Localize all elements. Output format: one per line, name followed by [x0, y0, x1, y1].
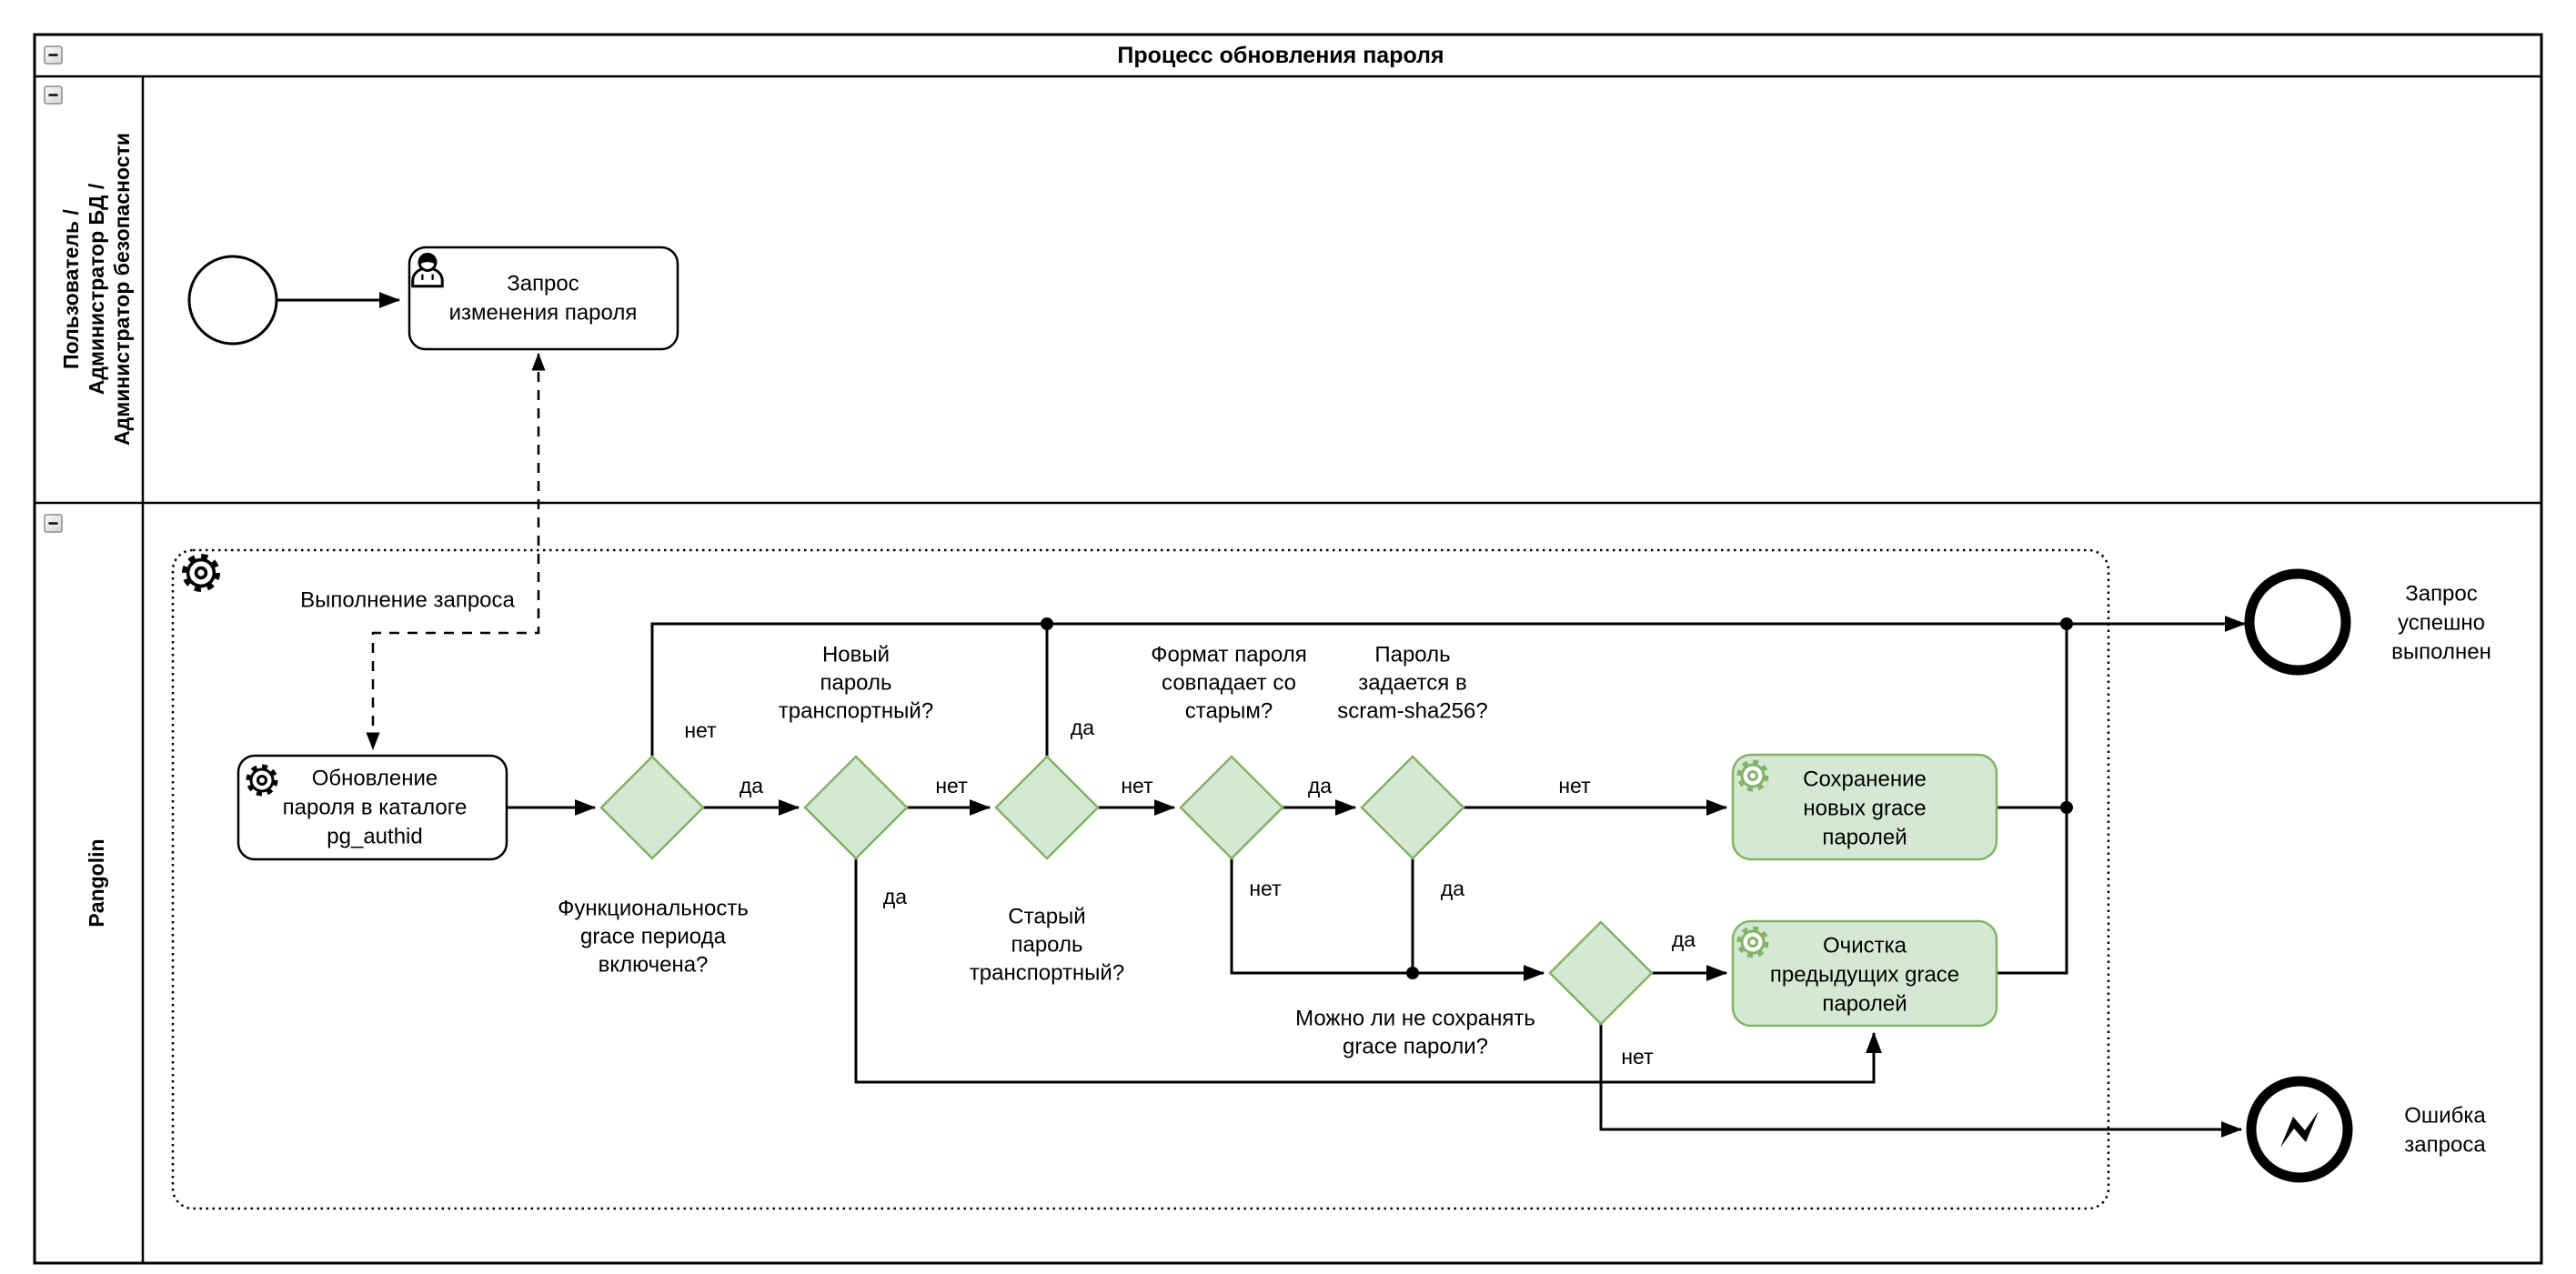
svg-text:Формат пароля: Формат пароля	[1151, 643, 1306, 667]
svg-text:Очистка: Очистка	[1823, 934, 1907, 958]
end-event-error[interactable]	[2246, 1076, 2353, 1183]
svg-text:включена?: включена?	[599, 953, 709, 978]
flow-clear-out	[1997, 624, 2068, 975]
gateway-label-new-password: Новый пароль транспортный?	[779, 643, 933, 724]
task-request-password-change[interactable]: Запрос изменения пароля	[408, 246, 679, 351]
svg-text:Сохранение: Сохранение	[1803, 767, 1927, 792]
edge-label-grace-yes: да	[740, 774, 763, 798]
gateway-skip-grace-save[interactable]	[1548, 920, 1654, 1026]
gateway-label-old-password: Старый пароль транспортный?	[970, 905, 1124, 986]
svg-text:изменения пароля: изменения пароля	[449, 301, 638, 326]
end-event-error-label: Ошибка запроса	[2404, 1104, 2486, 1158]
gateway-label-format-matches: Формат пароля совпадает со старым?	[1151, 643, 1306, 724]
svg-text:Ошибка: Ошибка	[2404, 1104, 2486, 1129]
message-flow-request-execution	[366, 353, 546, 750]
gateway-scram-sha256[interactable]	[1360, 755, 1465, 860]
end-event-success[interactable]	[2244, 568, 2351, 676]
task-clear-previous-grace-passwords[interactable]: Очистка предыдущих grace паролей	[1731, 919, 1998, 1028]
svg-text:транспортный?: транспортный?	[779, 699, 933, 724]
edge-label-format-no: нет	[1249, 877, 1282, 900]
svg-text:пароль: пароль	[820, 671, 891, 696]
edge-label-scram-yes: да	[1441, 877, 1464, 900]
lane-pangolin-label: Pangolin	[85, 838, 108, 927]
junction-dot	[1406, 967, 1419, 979]
svg-text:Администратор безопасности: Администратор безопасности	[110, 133, 134, 446]
svg-text:совпадает со: совпадает со	[1162, 671, 1296, 696]
svg-text:задается в: задается в	[1358, 671, 1466, 696]
edge-label-grace-no: нет	[684, 718, 717, 742]
svg-text:grace периода: grace периода	[580, 925, 727, 949]
lane-actors-label: Пользователь / Администратор БД / Админи…	[59, 133, 134, 446]
gateway-label-grace-enabled: Функциональность grace периода включена?	[558, 897, 749, 978]
svg-text:Pangolin: Pangolin	[85, 838, 108, 927]
gateway-format-matches-old[interactable]	[1179, 755, 1284, 860]
junction-dot	[2060, 801, 2073, 814]
gear-icon	[186, 557, 216, 588]
svg-text:паролей: паролей	[1822, 992, 1907, 1017]
edge-label-format-yes: да	[1308, 774, 1332, 798]
svg-text:Старый: Старый	[1008, 905, 1085, 929]
svg-text:Запрос: Запрос	[507, 272, 579, 296]
flow-skip-no-to-error	[1599, 1024, 2243, 1138]
svg-text:новых grace: новых grace	[1803, 797, 1926, 821]
svg-text:Новый: Новый	[822, 643, 890, 667]
pool-title: Процесс обновления пароля	[1117, 43, 1444, 68]
svg-text:транспортный?: транспортный?	[970, 961, 1124, 986]
gateway-label-skip-grace: Можно ли не сохранять grace пароли?	[1295, 1007, 1535, 1059]
svg-text:Пароль: Пароль	[1374, 643, 1450, 667]
svg-text:пароля в каталоге: пароля в каталоге	[283, 796, 468, 820]
collapse-button-lane-actors[interactable]	[44, 85, 63, 105]
svg-text:Обновление: Обновление	[312, 767, 438, 791]
task-update-password-pg-authid[interactable]: Обновление пароля в каталоге pg_authid	[236, 754, 508, 861]
svg-text:pg_authid: pg_authid	[327, 825, 422, 849]
collapse-button-lane-pangolin[interactable]	[44, 514, 63, 533]
svg-text:старым?: старым?	[1185, 699, 1273, 724]
subprocess-boundary[interactable]	[171, 548, 2110, 1210]
pool-border	[33, 33, 2543, 1265]
svg-text:Можно ли не сохранять: Можно ли не сохранять	[1295, 1007, 1535, 1031]
svg-text:паролей: паролей	[1822, 826, 1907, 850]
svg-text:Администратор БД /: Администратор БД /	[85, 183, 108, 395]
edge-label-new-no: нет	[935, 774, 968, 798]
edge-label-scram-no: нет	[1558, 774, 1591, 798]
svg-text:Запрос: Запрос	[2405, 582, 2478, 607]
svg-text:scram-sha256?: scram-sha256?	[1337, 699, 1487, 724]
svg-text:запроса: запроса	[2404, 1133, 2486, 1158]
edge-label-old-no: нет	[1121, 774, 1153, 798]
gateway-old-password-transport[interactable]	[994, 755, 1100, 860]
junction-dot	[2060, 617, 2073, 630]
subprocess-label: Выполнение запроса	[300, 588, 515, 613]
task-save-new-grace-passwords[interactable]: Сохранение новых grace паролей	[1731, 753, 1998, 861]
svg-text:пароль: пароль	[1011, 933, 1082, 958]
flow-format-no-to-skip-gw	[1230, 858, 1545, 981]
edge-label-old-yes: да	[1071, 716, 1094, 739]
edge-label-skip-yes: да	[1672, 928, 1696, 951]
svg-text:grace пароли?: grace пароли?	[1343, 1035, 1488, 1059]
gateway-new-password-transport[interactable]	[803, 755, 909, 860]
junction-dot	[1041, 617, 1053, 630]
edge-label-skip-no: нет	[1621, 1045, 1654, 1068]
gateway-grace-enabled[interactable]	[599, 755, 705, 860]
svg-text:Функциональность: Функциональность	[558, 897, 749, 921]
start-event[interactable]	[187, 255, 278, 346]
gateway-label-scram: Пароль задается в scram-sha256?	[1337, 643, 1487, 724]
svg-text:предыдущих grace: предыдущих grace	[1770, 963, 1959, 988]
svg-text:выполнен: выполнен	[2391, 640, 2491, 665]
end-event-success-label: Запрос успешно выполнен	[2391, 582, 2491, 665]
svg-text:успешно: успешно	[2398, 611, 2485, 636]
collapse-button-pool[interactable]	[44, 45, 63, 65]
flow-new-yes-to-clear	[854, 858, 1882, 1084]
edge-label-new-yes: да	[883, 885, 907, 908]
flow-grace-no-to-success	[650, 616, 2247, 757]
svg-text:Пользователь /: Пользователь /	[59, 208, 83, 368]
